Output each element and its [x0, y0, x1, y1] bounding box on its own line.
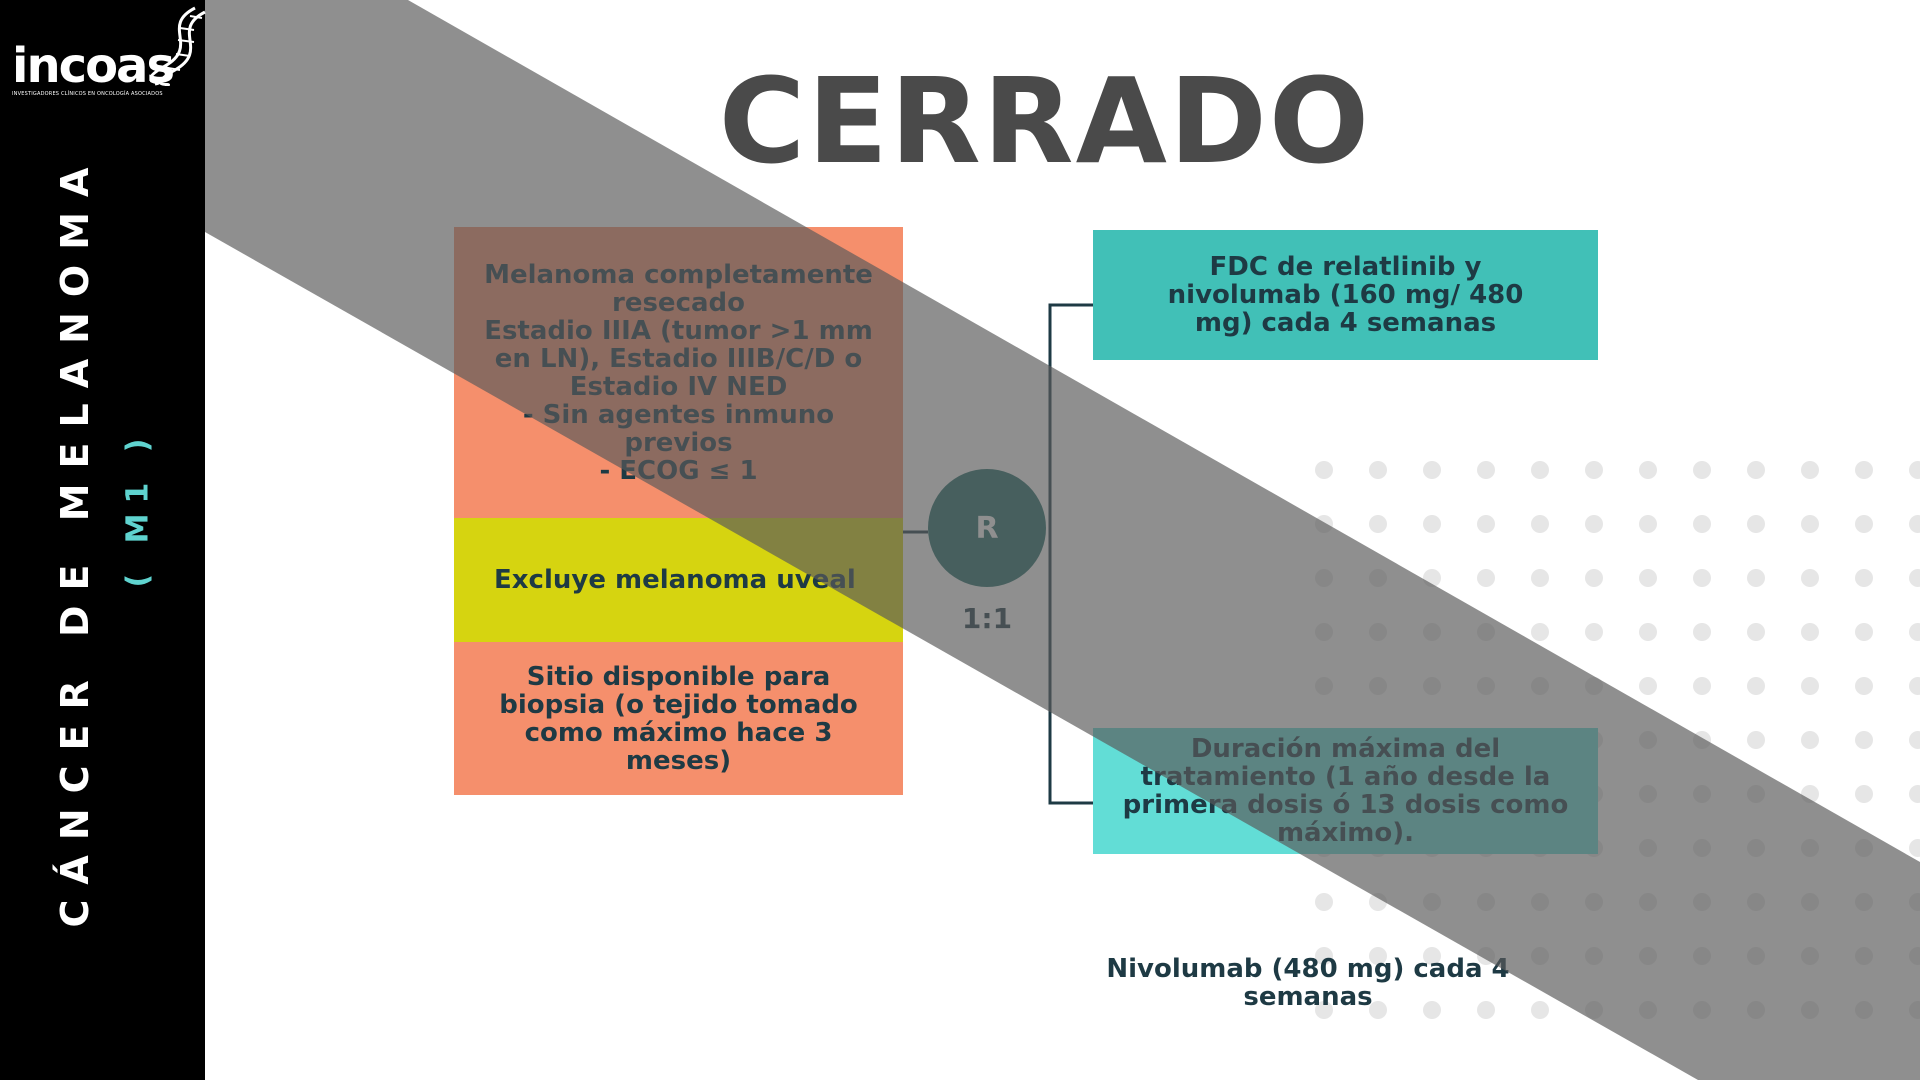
exclusion-criteria-box: Excluye melanoma uveal	[454, 518, 903, 642]
arm-2-label: Nivolumab (480 mg) cada 4 semanas	[1106, 954, 1510, 1012]
incoas-logo: incoas INVESTIGADORES CLÍNICOS EN ONCOLO…	[10, 6, 206, 101]
vertical-title: CÁNCER DE MELANOMA	[53, 152, 97, 928]
randomization-circle: R	[928, 469, 1046, 587]
randomization-ratio: 1:1	[961, 602, 1013, 635]
arm-1-box: FDC de relatlinib y nivolumab (160 mg/ 4…	[1093, 230, 1598, 360]
inclusion-criteria-box: Melanoma completamente resecado Estadio …	[454, 227, 903, 518]
dna-icon	[150, 6, 206, 86]
vertical-subtitle: ( M1 )	[120, 428, 156, 588]
treatment-duration-box: Duración máxima del tratamiento (1 año d…	[1093, 728, 1598, 854]
logo-subtitle: INVESTIGADORES CLÍNICOS EN ONCOLOGÍA ASO…	[12, 91, 163, 97]
sidebar: incoas INVESTIGADORES CLÍNICOS EN ONCOLO…	[0, 0, 206, 1080]
biopsy-criteria-box: Sitio disponible para biopsia (o tejido …	[454, 642, 903, 795]
logo-text: incoas	[12, 38, 175, 94]
